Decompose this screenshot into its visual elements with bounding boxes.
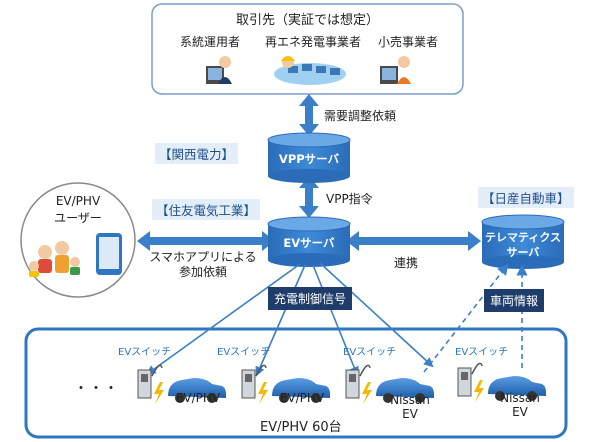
user-label-line2: ユーザー [54,211,102,225]
partner-role-retailer: 小売事業者 [378,35,439,49]
user-label-line1: EV/PHV [55,194,101,208]
collaboration-label: 連携 [394,256,419,270]
vehicle-unit-1 [137,364,226,404]
ev-server-label: EVサーバ [283,236,335,250]
vehicle-unit-4 [457,362,546,402]
ev-server [267,216,351,267]
partner-role-grid-operator: 系統運用者 [180,35,241,49]
vehicle-4-label-line2: EV [512,405,528,419]
fleet-ellipsis: ・・・ [74,381,119,397]
vehicle-1-label: EV/PHV [175,391,221,405]
vehicle-2-label: EV/PHV [279,391,325,405]
control-line-1 [146,263,301,375]
vehicle-4-label-line1: Nissan [500,391,540,405]
vehicle-3-label-line2: EV [402,407,418,421]
partners-title: 取引先（実証では想定） [235,13,379,28]
vpp-server-label: VPPサーバ [278,152,340,166]
demand-request-label: 需要調整依頼 [324,109,397,123]
retailer-icon [380,56,411,84]
telematics-server-label-line2: サーバ [506,246,540,259]
ev-switch-label-1: EVスイッチ [118,347,172,358]
control-line-3 [312,264,359,377]
renewable-operator-icon [274,56,346,85]
ev-switch-label-2: EVスイッチ [217,347,271,358]
sumitomo-label: 【住友電気工業】 [152,199,261,220]
vehicle-3-label-line1: Nissan [390,393,430,407]
participation-request-label: スマホアプリによる 参加依頼 [149,250,257,279]
kepco-label: 【関西電力】 [155,143,239,164]
vehicle-unit-2 [241,364,330,404]
vehicle-info-label: 車両情報 [484,289,545,312]
user-ev-arrow [137,231,275,251]
smartphone-icon [96,233,122,275]
ev-switch-label-4: EVスイッチ [455,347,509,358]
ev-switch-label-3: EVスイッチ [343,347,397,358]
telematics-server [481,214,565,269]
partner-role-renewable-operator: 再エネ発電事業者 [265,35,362,49]
ev-telematics-arrow [346,231,481,251]
vpp-server [267,132,351,183]
grid-operator-icon [206,56,232,84]
vehicle-info-line-1 [423,263,509,373]
control-line-2 [255,264,306,377]
nissan-label: 【日産自動車】 [478,187,574,208]
partner-vpp-arrow [299,94,319,136]
telematics-server-label-line1: テレマティクス [484,231,561,244]
vehicle-unit-3 [345,364,434,404]
fleet-total-label: EV/PHV 60台 [260,420,342,435]
family-icon [29,241,80,277]
vpp-command-label: VPP指令 [326,192,373,206]
charge-control-signal-label: 充電制御信号 [268,287,353,310]
control-line-4 [319,262,434,368]
